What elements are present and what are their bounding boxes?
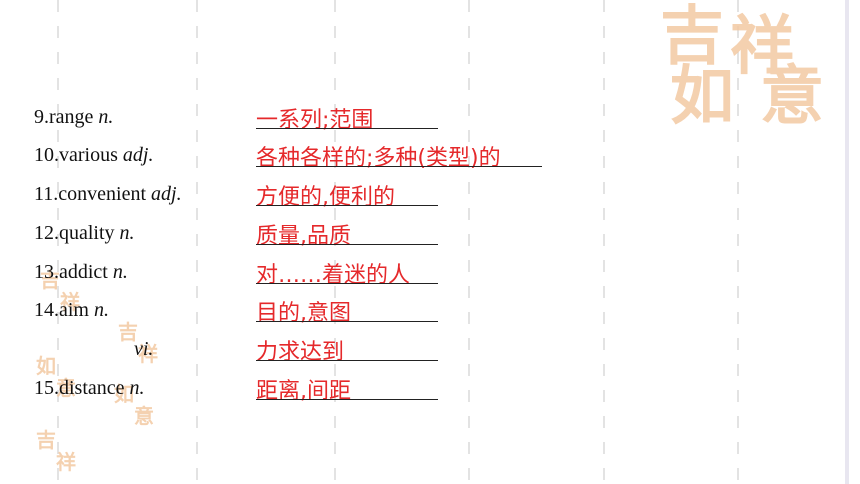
vocab-answer: 一系列;范围 (256, 108, 374, 133)
answer-underline (256, 321, 438, 322)
answer-underline (256, 166, 542, 167)
vocab-answer: 对……着迷的人 (256, 263, 411, 288)
auspicious-seal-icon: 吉祥 (40, 268, 80, 314)
vocab-answer: 目的,意图 (256, 301, 351, 326)
vocab-row: 14.aim n. 目的,意图 (0, 299, 860, 337)
vocab-term: 15.distance n. (34, 377, 145, 399)
answer-underline (256, 399, 438, 400)
auspicious-seal-icon: 如意 (36, 354, 76, 400)
guide-line (196, 0, 198, 484)
answer-underline (256, 205, 438, 206)
guide-line (737, 0, 739, 484)
auspicious-seal-icon: 如意 (114, 382, 154, 428)
guide-line (57, 0, 59, 484)
vocab-row: 9.range n. 一系列;范围 (0, 106, 860, 144)
auspicious-seal-icon: 吉 祥 如 意 (660, 0, 824, 134)
vocab-row: 15.distance n. 距离,间距 (0, 377, 860, 415)
auspicious-seal-icon: 吉祥 (118, 320, 158, 366)
guide-line (334, 0, 336, 484)
vocab-row: 10.various adj. 各种各样的;多种(类型)的 (0, 144, 860, 182)
vocab-answer: 各种各样的;多种(类型)的 (256, 146, 501, 171)
guide-line (603, 0, 605, 484)
answer-underline (256, 360, 438, 361)
vocab-answer: 力求达到 (256, 340, 345, 365)
vocab-row: vi. 力求达到 (0, 338, 860, 376)
auspicious-seal-icon: 吉祥 (36, 428, 76, 474)
answer-underline (256, 128, 438, 129)
vocab-term: 12.quality n. (34, 222, 135, 244)
vocab-term: 11.convenient adj. (34, 183, 182, 205)
vocab-term: 14.aim n. (34, 299, 109, 321)
answer-underline (256, 283, 438, 284)
vocab-term: vi. (134, 338, 154, 360)
vocab-answer: 距离,间距 (256, 379, 351, 404)
vocab-term: 9.range n. (34, 106, 114, 128)
right-edge-bar (845, 0, 849, 484)
answer-underline (256, 244, 438, 245)
vocab-row: 12.quality n. 质量,品质 (0, 222, 860, 260)
guide-line (468, 0, 470, 484)
vocab-term: 10.various adj. (34, 144, 154, 166)
vocab-row: 13.addict n. 对……着迷的人 (0, 261, 860, 299)
vocab-answer: 质量,品质 (256, 224, 351, 249)
vocab-row: 11.convenient adj. 方便的,便利的 (0, 183, 860, 221)
vocab-term: 13.addict n. (34, 261, 128, 283)
vocab-answer: 方便的,便利的 (256, 185, 395, 210)
